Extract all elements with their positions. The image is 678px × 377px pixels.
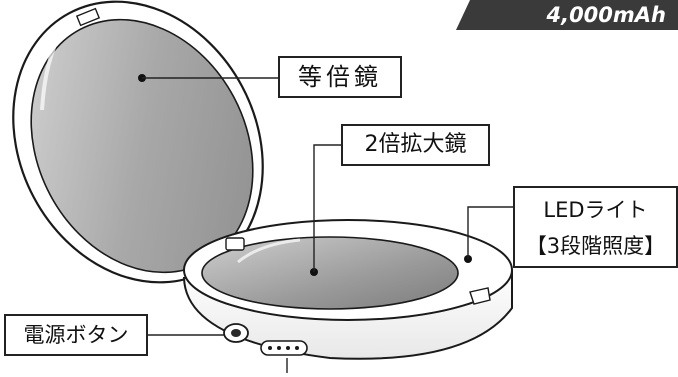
base <box>148 144 513 373</box>
callout-power-button: 電源ボタン <box>4 314 148 356</box>
callout-led-light: LEDライト 【3段階照度】 <box>513 186 678 268</box>
hinge <box>225 237 245 251</box>
lid-clasp <box>75 7 101 27</box>
indicator-led <box>277 346 281 350</box>
base-clasp <box>469 287 491 305</box>
indicator-led <box>268 346 272 350</box>
indicator-panel <box>260 340 308 356</box>
callout-led-light-title: LEDライト <box>543 198 648 222</box>
indicator-led <box>286 346 290 350</box>
callout-led-light-detail: 【3段階照度】 <box>525 234 666 258</box>
mirror-highlight <box>40 29 64 111</box>
led-leader-line <box>467 206 513 259</box>
capacity-badge: 4,000mAh <box>456 0 678 30</box>
mirror-2x-leader-line <box>313 144 341 272</box>
mirror-2x <box>201 236 459 310</box>
lid <box>12 0 278 284</box>
callout-mirror-1x: 等倍鏡 <box>278 56 402 98</box>
callout-mirror-2x: 2倍拡大鏡 <box>341 124 490 166</box>
indicator-led <box>295 346 299 350</box>
mirror-2x-highlight <box>237 238 301 264</box>
power-button-center <box>231 329 241 337</box>
